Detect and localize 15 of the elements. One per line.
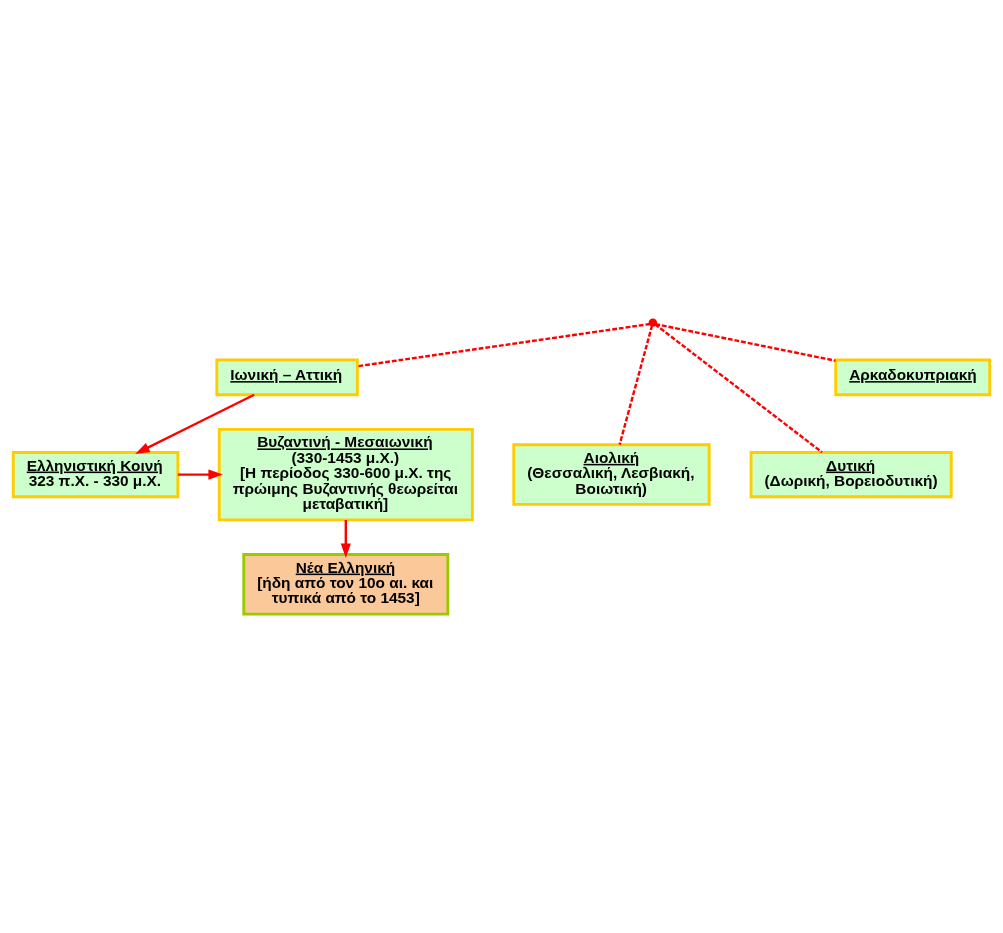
node-box: Ελληνιστική Κοινή 323 π.Χ. - 330 μ.Χ. — [11, 450, 180, 498]
connector — [618, 324, 654, 445]
node-point — [648, 317, 658, 327]
node-box: Αιολική (Θεσσαλική, Λεσβιακή, Βοιωτική) — [512, 442, 711, 506]
arrow — [177, 469, 223, 480]
node-box: Βυζαντινή - Μεσαιωνική (330-1453 μ.Χ.) [Η περίοδος 330-600 μ.Χ. της πρώιμης Βυζαντινής θεωρείται μεταβατική] — [217, 427, 474, 521]
node-box: Νέα Ελληνική [ήδη από τον 10ο αι. και τυπικά από το 1453] — [242, 552, 450, 616]
connector — [654, 322, 823, 453]
arrow — [135, 393, 255, 454]
connector — [357, 322, 651, 367]
arrow — [340, 519, 351, 558]
node-box: Δυτική (Δωρική, Βορειοδυτική) — [749, 450, 953, 498]
connector — [655, 322, 836, 362]
node-box: Αρκαδοκυπριακή — [834, 358, 992, 396]
node-box: Ιωνική – Αττική — [215, 358, 359, 396]
